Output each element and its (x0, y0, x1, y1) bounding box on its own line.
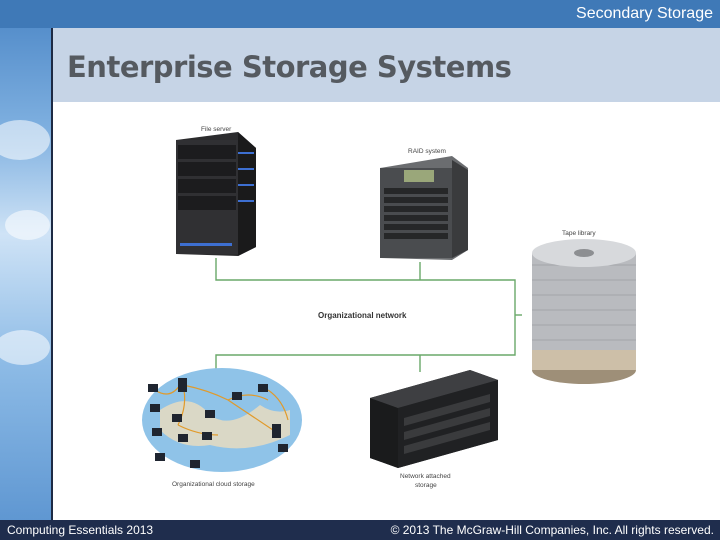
nas-icon (370, 370, 498, 468)
footer-left-text: Computing Essentials 2013 (7, 523, 153, 537)
raid-system-icon (380, 156, 468, 260)
tape-library-icon (532, 239, 636, 384)
nas-label-line1: Network attached (400, 473, 451, 480)
cloud-storage-icon (142, 368, 302, 472)
file-server-icon (176, 132, 256, 256)
footer-copyright: © 2013 The McGraw-Hill Companies, Inc. A… (391, 523, 714, 537)
network-label: Organizational network (318, 311, 407, 320)
tape-library-label: Tape library (562, 230, 596, 237)
nas-label-line2: storage (415, 482, 437, 489)
footer-band: Computing Essentials 2013 © 2013 The McG… (0, 520, 720, 540)
cloud-storage-label: Organizational cloud storage (172, 481, 255, 488)
raid-system-label: RAID system (408, 148, 446, 155)
storage-diagram: File server RAID system Tap (0, 0, 720, 520)
file-server-label: File server (201, 126, 232, 133)
